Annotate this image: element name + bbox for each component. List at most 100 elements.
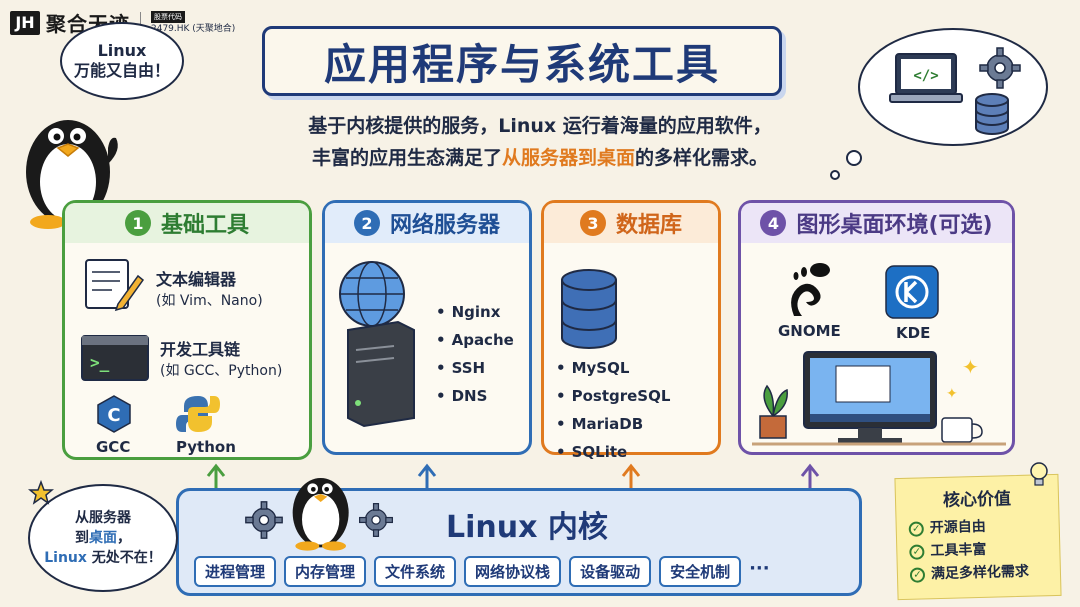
item-dev-toolchain: 开发工具链 (如 GCC、Python) bbox=[160, 336, 282, 380]
panel-number: 2 bbox=[353, 210, 380, 236]
check-icon: ✓ bbox=[909, 567, 926, 583]
brand-stock: 股票代码 2479.HK (天聚地合) bbox=[151, 10, 236, 35]
svg-text:>_: >_ bbox=[90, 353, 110, 372]
kde-icon bbox=[885, 265, 939, 319]
chip-drivers: 设备驱动 bbox=[569, 556, 652, 587]
stock-code: 2479.HK (天聚地合) bbox=[151, 23, 236, 34]
subtitle-line2: 丰富的应用生态满足了从服务器到桌面的多样化需求。 bbox=[240, 142, 840, 174]
gear-icon bbox=[359, 503, 393, 537]
gcc-label: GCC bbox=[96, 438, 131, 456]
subtitle: 基于内核提供的服务，Linux 运行着海量的应用软件， 丰富的应用生态满足了从服… bbox=[240, 110, 840, 174]
star-icon bbox=[28, 480, 54, 505]
panel-title: 数据库 bbox=[615, 213, 682, 238]
check-item: ✓满足多样化需求 bbox=[909, 560, 1049, 587]
plant-icon bbox=[759, 384, 788, 439]
check-label: 开源自由 bbox=[929, 518, 986, 537]
gear-icon bbox=[979, 47, 1021, 89]
kernel-title: Linux 内核 bbox=[446, 510, 608, 545]
arrows-up bbox=[206, 463, 820, 488]
kernel-chips: 进程管理 内存管理 文件系统 网络协议栈 设备驱动 安全机制 ··· bbox=[194, 556, 770, 587]
gear-icon bbox=[245, 501, 283, 539]
check-label: 满足多样化需求 bbox=[930, 563, 1030, 583]
chip-process: 进程管理 bbox=[194, 556, 277, 587]
speech-bubble: Linux 万能又自由！ bbox=[60, 22, 184, 100]
panel-number: 3 bbox=[579, 210, 606, 236]
panel-title: 基础工具 bbox=[160, 213, 249, 238]
gnome-icon bbox=[791, 263, 830, 316]
panel-header: 2 网络服务器 bbox=[325, 203, 529, 243]
list-item: Apache bbox=[436, 326, 514, 354]
panel-header: 4 图形桌面环境(可选) bbox=[741, 203, 1012, 243]
note-line2: 到桌面， bbox=[44, 528, 162, 548]
note-highlight: Linux bbox=[44, 550, 87, 566]
sticky-note: 核心价值 ✓开源自由 ✓工具丰富 ✓满足多样化需求 bbox=[894, 473, 1062, 601]
list-item: SSH bbox=[436, 354, 514, 382]
list-item: MySQL bbox=[556, 354, 670, 382]
page-title: 应用程序与系统工具 bbox=[323, 39, 720, 89]
database-list: MySQL PostgreSQL MariaDB SQLite bbox=[556, 354, 671, 466]
chip-filesystem: 文件系统 bbox=[374, 556, 457, 587]
server-list: Nginx Apache SSH DNS bbox=[436, 298, 514, 410]
panel-header: 3 数据库 bbox=[544, 203, 718, 243]
item-title: 开发工具链 bbox=[160, 340, 241, 359]
list-item: MariaDB bbox=[556, 410, 670, 438]
item-title: 文本编辑器 bbox=[156, 270, 237, 289]
chip-security: 安全机制 bbox=[659, 556, 742, 587]
item-subtitle: (如 Vim、Nano) bbox=[156, 293, 263, 309]
item-text-editor: 文本编辑器 (如 Vim、Nano) bbox=[156, 266, 263, 310]
note-line3: Linux 无处不在！ bbox=[44, 548, 162, 568]
panel-header: 1 基础工具 bbox=[65, 203, 309, 243]
bubble-line2: 万能又自由！ bbox=[73, 61, 170, 80]
penguin-icon bbox=[292, 478, 349, 551]
star-icon: ✦ bbox=[962, 355, 979, 379]
subtitle-highlight: 从服务器到桌面 bbox=[501, 147, 635, 169]
subtitle-line2-pre: 丰富的应用生态满足了 bbox=[311, 147, 502, 169]
check-icon: ✓ bbox=[909, 544, 925, 560]
brand-divider bbox=[140, 11, 141, 34]
subtitle-line2-post: 的多样化需求。 bbox=[635, 147, 769, 169]
brand-logo: JH bbox=[10, 10, 40, 35]
desktop-scene: ✦ ✦ bbox=[752, 351, 1006, 446]
note-text: ， bbox=[117, 530, 131, 546]
note-text: 无处不在！ bbox=[86, 550, 162, 566]
note-highlight: 桌面 bbox=[89, 530, 117, 546]
panel-title: 图形桌面环境(可选) bbox=[796, 213, 993, 238]
python-label: Python bbox=[176, 438, 236, 456]
list-item: Nginx bbox=[436, 298, 514, 326]
panel-number: 1 bbox=[124, 210, 151, 236]
check-label: 工具丰富 bbox=[930, 541, 987, 560]
list-item: DNS bbox=[436, 382, 514, 410]
database-icon bbox=[975, 93, 1009, 135]
lightbulb-icon bbox=[1030, 462, 1048, 486]
subtitle-line1: 基于内核提供的服务，Linux 运行着海量的应用软件， bbox=[308, 115, 772, 137]
server-icon bbox=[339, 261, 415, 428]
item-subtitle: (如 GCC、Python) bbox=[160, 363, 283, 379]
gnome-label: GNOME bbox=[778, 322, 841, 340]
panel-desktop-environments: 4 图形桌面环境(可选) bbox=[738, 200, 1015, 455]
thought-dot bbox=[846, 150, 862, 166]
page-title-box: 应用程序与系统工具 bbox=[262, 26, 782, 96]
star-icon: ✦ bbox=[946, 386, 958, 402]
svg-text:C: C bbox=[107, 405, 120, 426]
gcc-icon: C bbox=[97, 395, 131, 433]
laptop-code-icon: </> bbox=[889, 53, 963, 103]
mug-icon bbox=[941, 417, 983, 443]
note-line1: 从服务器 bbox=[75, 510, 131, 526]
thought-dot bbox=[830, 170, 840, 180]
list-item: PostgreSQL bbox=[556, 382, 671, 410]
chip-memory: 内存管理 bbox=[284, 556, 367, 587]
check-icon: ✓ bbox=[908, 521, 924, 537]
chip-network-stack: 网络协议栈 bbox=[464, 556, 562, 587]
python-icon bbox=[176, 396, 220, 432]
terminal-icon: >_ bbox=[81, 335, 149, 381]
notepad-icon bbox=[85, 259, 145, 312]
left-note: 从服务器 到桌面， Linux 无处不在！ bbox=[28, 484, 178, 592]
kde-label: KDE bbox=[896, 324, 931, 342]
svg-text:</>: </> bbox=[913, 68, 938, 84]
chip-more: ··· bbox=[749, 558, 770, 579]
note-text: 到 bbox=[75, 530, 89, 546]
panel-title: 网络服务器 bbox=[389, 213, 500, 238]
database-icon bbox=[561, 269, 617, 349]
list-item: SQLite bbox=[556, 438, 670, 466]
panel-number: 4 bbox=[760, 210, 787, 236]
